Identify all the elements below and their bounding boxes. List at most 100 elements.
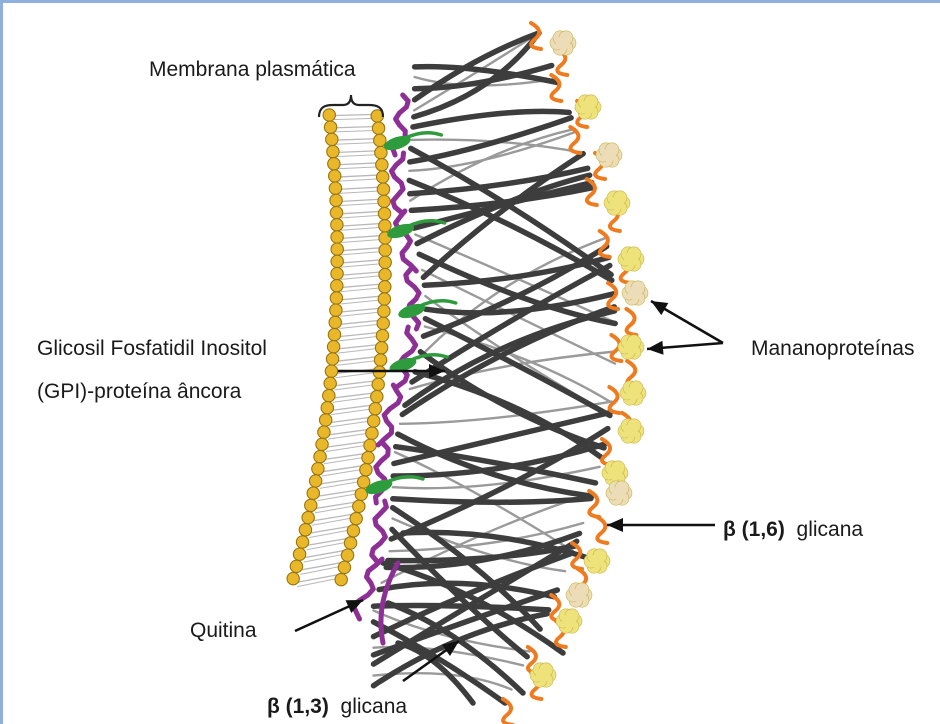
mannoprotein <box>618 419 644 443</box>
lipid-head <box>327 341 339 353</box>
mannoprotein-core <box>624 424 638 438</box>
lipid-tail <box>336 143 376 145</box>
lipid-tail <box>336 163 380 165</box>
lipid-tail <box>335 151 379 153</box>
lipid-head <box>316 438 328 450</box>
lipid-tail <box>339 284 383 288</box>
lipid-head <box>353 500 365 512</box>
chitin-strand <box>406 269 419 329</box>
lipid-head <box>378 293 390 305</box>
chitin-strand <box>372 501 387 561</box>
lipid-tail <box>312 518 352 525</box>
lipid-head <box>328 158 340 170</box>
lipid-head <box>375 342 387 354</box>
beta-1-3-glucan-fiber <box>415 372 602 458</box>
label-beta-1-6-suffix: glicana <box>797 518 864 541</box>
lipid-head <box>290 560 302 572</box>
lipid-tail <box>307 542 347 550</box>
lipid-head <box>371 390 383 402</box>
beta-1-6-glucan-chain <box>609 387 619 413</box>
chitin-strand <box>397 327 416 387</box>
lipid-head <box>372 378 384 390</box>
lipid-head <box>379 256 391 268</box>
lipid-head <box>374 354 386 366</box>
mannoprotein-core <box>626 386 640 400</box>
lipid-head <box>331 255 343 267</box>
lipid-tail <box>295 575 339 583</box>
lipid-tail <box>337 175 381 177</box>
beta-1-6-glucan-chain <box>626 309 636 335</box>
lipid-tail <box>318 478 362 485</box>
lipid-head <box>319 414 331 426</box>
lipid-tail <box>320 466 364 472</box>
mannoprotein <box>530 663 556 687</box>
lipid-head <box>323 389 335 401</box>
lipid-tail <box>335 130 375 131</box>
lipid-head <box>312 463 324 475</box>
lipid-tail <box>307 526 351 533</box>
lipid-tail <box>300 566 340 574</box>
beta-1-3-glucan-fiber <box>425 319 610 416</box>
mannoprotein-core <box>581 100 595 114</box>
lipid-tail <box>339 179 379 181</box>
lipid-tail <box>309 530 349 537</box>
lipid-head <box>369 403 381 415</box>
mannoprotein <box>575 95 601 119</box>
lipid-head <box>376 329 388 341</box>
mannoprotein <box>620 381 646 405</box>
lipid-head <box>330 206 342 218</box>
lipid-head <box>331 243 343 255</box>
lipid-tail <box>310 514 354 521</box>
gpi-protein-tail <box>403 133 441 139</box>
mannoprotein-core <box>608 466 622 480</box>
lipid-head <box>293 548 305 560</box>
lipid-head <box>331 219 343 231</box>
label-mananoproteinas: Mananoproteínas <box>751 338 914 359</box>
lipid-tail <box>339 235 383 238</box>
lipid-head <box>307 487 319 499</box>
lipid-head <box>324 121 336 133</box>
lipid-tail <box>305 538 349 546</box>
lipid-head <box>328 328 340 340</box>
lipid-head <box>378 305 390 317</box>
beta-1-6-arrow-head <box>607 518 623 532</box>
lipid-tail <box>340 300 380 304</box>
lipid-head <box>329 316 341 328</box>
lipid-head <box>367 415 379 427</box>
lipid-tail <box>341 264 381 267</box>
lipid-head <box>378 207 390 219</box>
lipid-tail <box>331 114 375 115</box>
lipid-tail <box>339 223 383 226</box>
mannoprotein <box>606 481 632 505</box>
lipid-head <box>335 573 347 585</box>
lipid-head <box>309 475 321 487</box>
mannoprotein-core <box>556 36 570 50</box>
mannoprotein-core <box>612 486 626 500</box>
lipid-head <box>350 512 362 524</box>
lipid-head <box>330 304 342 316</box>
lipid-tail <box>338 167 378 169</box>
lipid-head <box>321 402 333 414</box>
lipid-head <box>323 109 335 121</box>
lipid-head <box>379 268 391 280</box>
lipid-tail <box>339 272 383 276</box>
mannoprotein-core <box>628 286 642 300</box>
lipid-head <box>331 267 343 279</box>
lipid-head <box>366 427 378 439</box>
lipid-tail <box>304 554 344 562</box>
lipid-tail <box>341 239 381 242</box>
lipid-tail <box>341 288 381 292</box>
mannoprotein <box>584 549 610 573</box>
lipid-head <box>329 170 341 182</box>
lipid-head <box>376 159 388 171</box>
lipid-tail <box>337 155 377 157</box>
label-beta-1-3-glucana: β (1,3) glicana <box>267 696 407 717</box>
lipid-tail <box>339 260 383 263</box>
lipid-tail <box>324 441 368 447</box>
mannoprotein-arrow-lower-head <box>647 341 664 355</box>
lipid-head <box>377 317 389 329</box>
lipid-tail <box>341 215 381 218</box>
lipid-head <box>325 365 337 377</box>
lipid-head <box>331 280 343 292</box>
lipid-head <box>377 171 389 183</box>
